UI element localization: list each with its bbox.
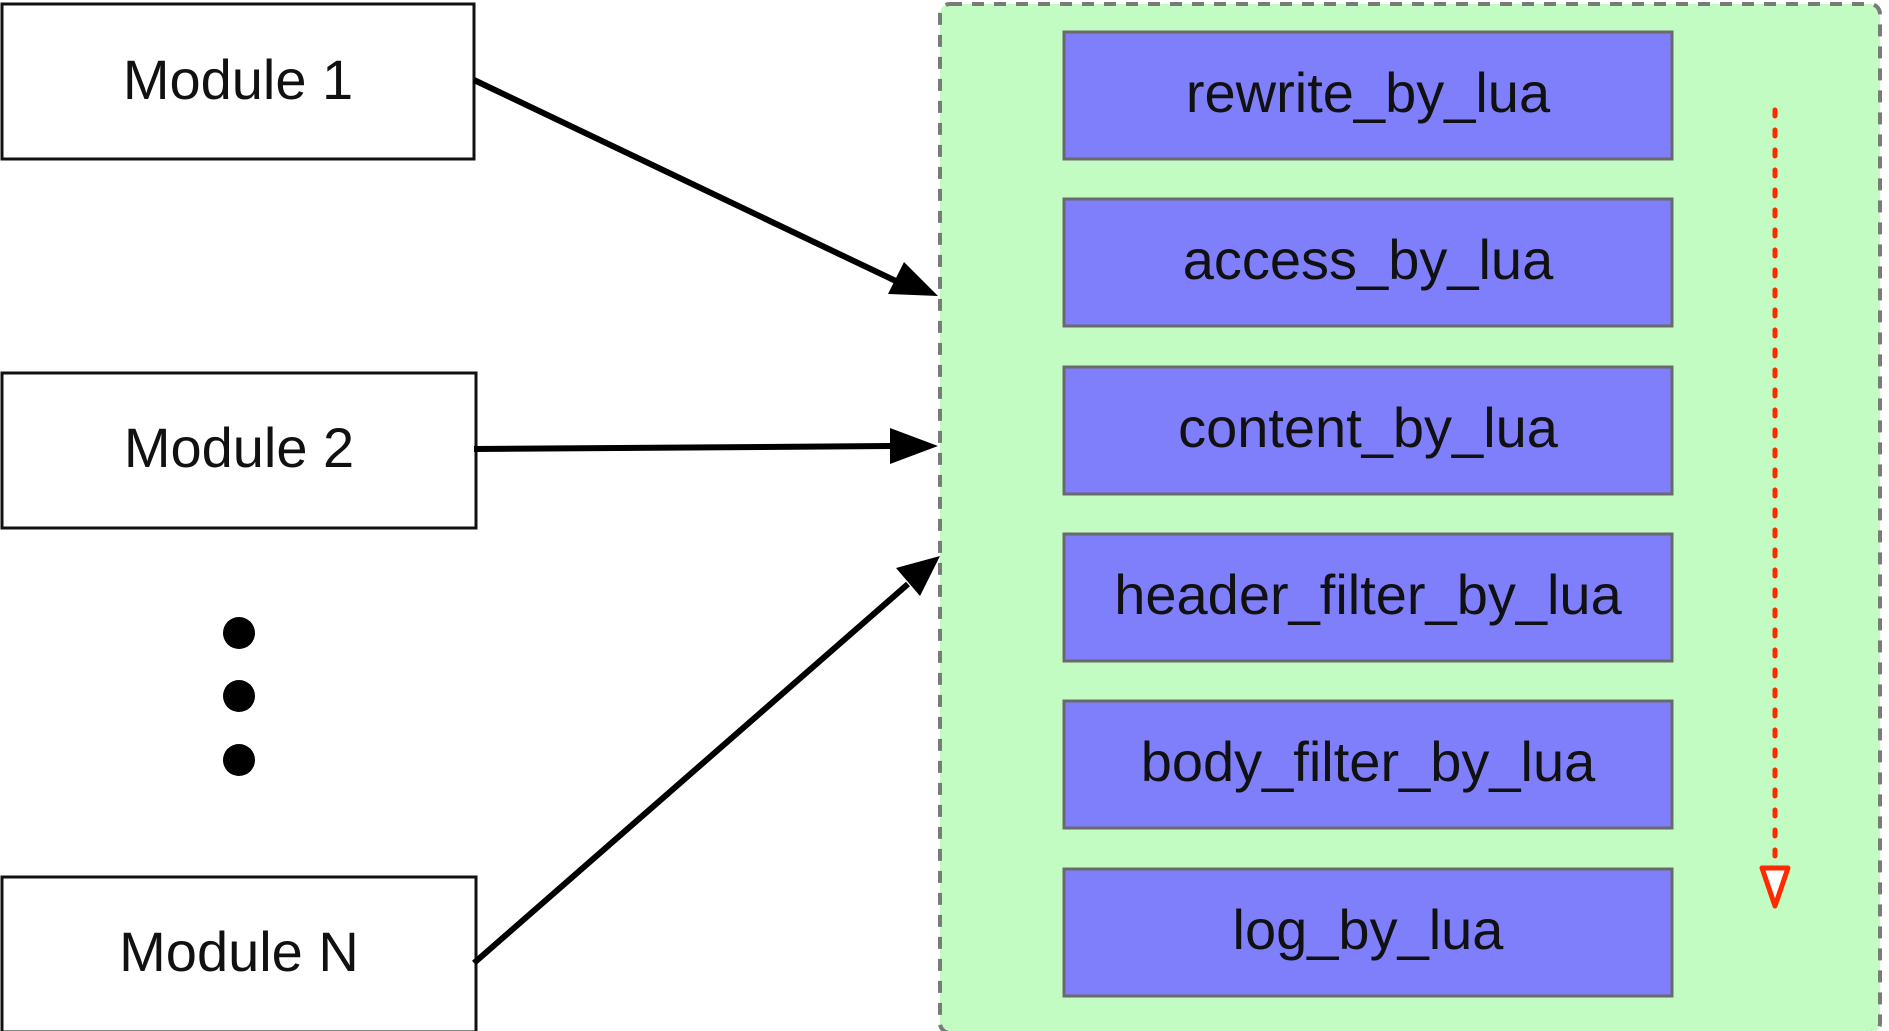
phase-rewrite-label: rewrite_by_lua <box>1186 61 1551 124</box>
vertical-ellipsis <box>223 617 255 776</box>
phase-access-label: access_by_lua <box>1183 228 1554 291</box>
connector-arrow-1 <box>472 77 938 296</box>
phase-rewrite-box <box>1062 30 1674 161</box>
phase-access: access_by_lua <box>1062 197 1674 328</box>
module-2-box <box>0 371 478 530</box>
arrowhead <box>888 262 938 296</box>
phase-log: log_by_lua <box>1062 867 1674 998</box>
connector-arrow-n <box>472 556 940 966</box>
module-n-box <box>0 875 478 1031</box>
module-1-box <box>0 2 476 161</box>
module-n: Module N <box>0 875 478 1031</box>
phase-header-filter-box <box>1062 532 1674 663</box>
phase-body-filter-box <box>1062 699 1674 830</box>
phase-header-filter-label: header_filter_by_lua <box>1114 563 1622 626</box>
phase-log-label: log_by_lua <box>1233 898 1505 961</box>
phase-rewrite: rewrite_by_lua <box>1062 30 1674 161</box>
phase-header-filter: header_filter_by_lua <box>1062 532 1674 663</box>
ellipsis-dot <box>223 744 255 776</box>
module-2: Module 2 <box>0 371 478 530</box>
module-n-label: Module N <box>119 920 359 983</box>
arrowhead <box>890 428 938 464</box>
phase-body-filter: body_filter_by_lua <box>1062 699 1674 830</box>
flow-arrowhead-icon <box>1759 865 1791 909</box>
ellipsis-dot <box>223 617 255 649</box>
ellipsis-dot <box>223 680 255 712</box>
phase-access-box <box>1062 197 1674 328</box>
module-2-label: Module 2 <box>124 416 354 479</box>
connector-arrow-2 <box>473 428 938 464</box>
arrowhead <box>896 556 940 596</box>
phase-content: content_by_lua <box>1062 365 1674 496</box>
phase-body-filter-label: body_filter_by_lua <box>1141 730 1596 793</box>
phase-content-label: content_by_lua <box>1178 396 1559 459</box>
phase-log-box <box>1062 867 1674 998</box>
module-1-label: Module 1 <box>123 48 353 111</box>
phase-content-box <box>1062 365 1674 496</box>
execution-flow-arrow <box>1759 107 1791 909</box>
module-1: Module 1 <box>0 2 476 161</box>
phase-list: rewrite_by_lua access_by_lua content_by_… <box>1062 30 1674 998</box>
